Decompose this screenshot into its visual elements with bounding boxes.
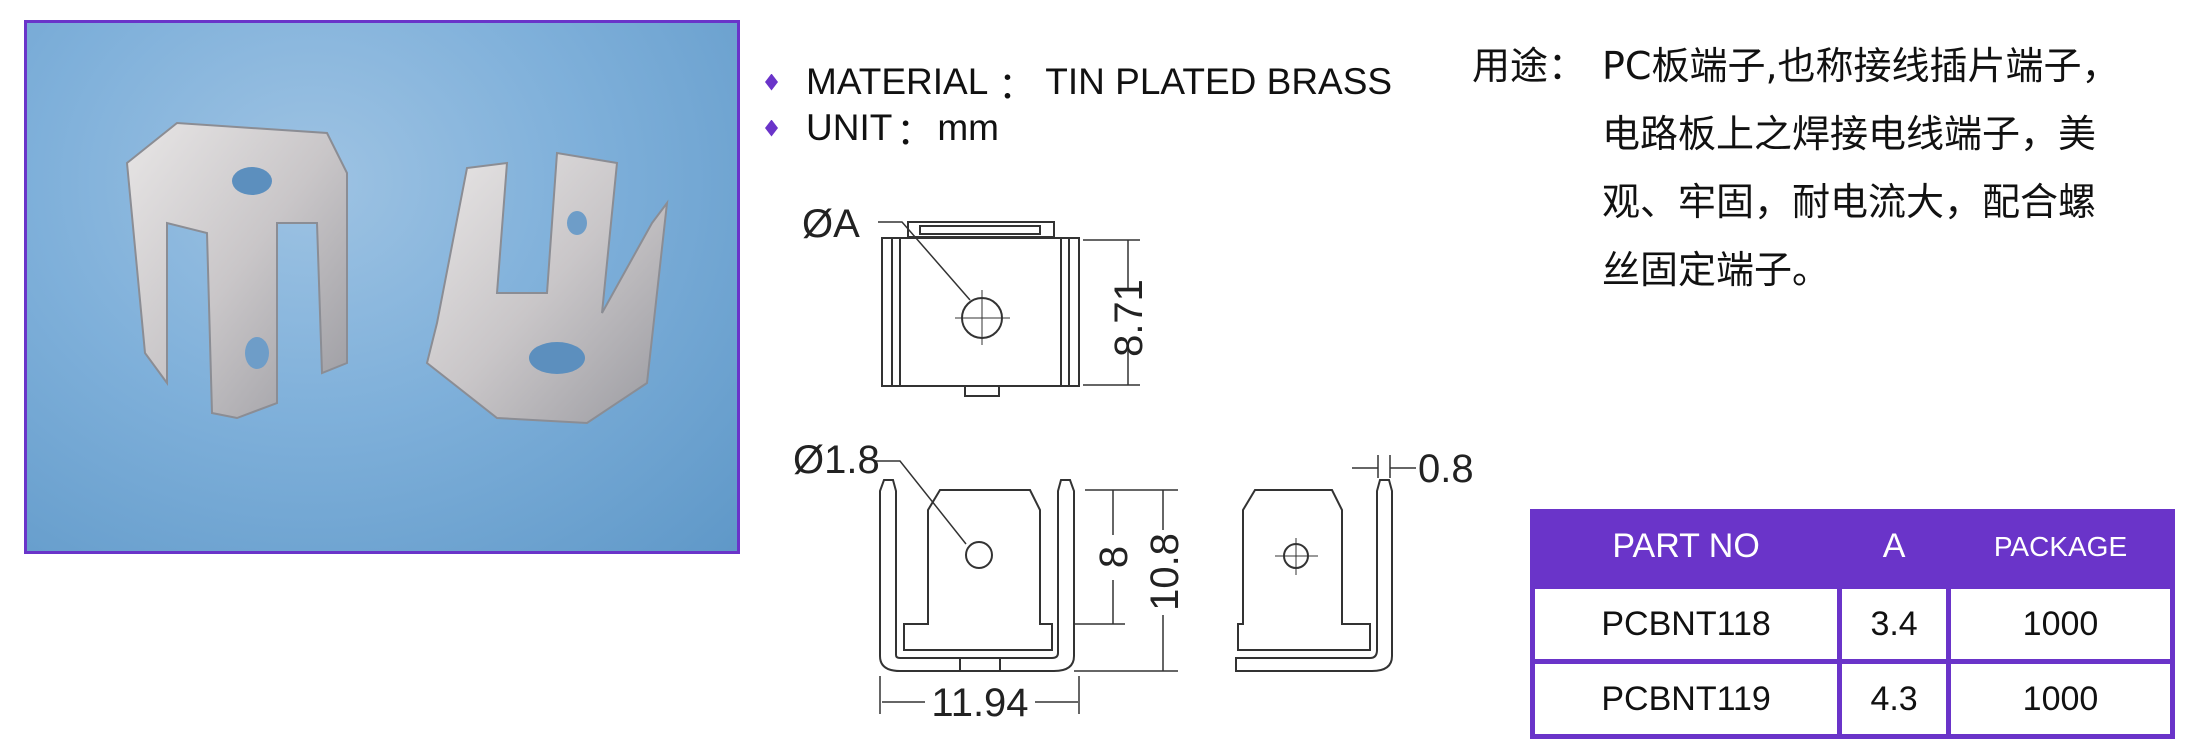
product-photo xyxy=(24,20,740,554)
diamond-bullet-icon xyxy=(765,119,778,137)
dim-width: 11.94 xyxy=(931,681,1028,725)
dim-tab-height: 8 xyxy=(1092,546,1136,568)
header-part-no: PART NO xyxy=(1612,527,1760,565)
table-row: PCBNT118 3.4 1000 xyxy=(1529,584,2176,664)
spec-unit: UNIT ： mm xyxy=(765,101,999,155)
spec-separator: ： xyxy=(998,65,1036,106)
usage-line: 观、牢固，耐电流大，配合螺 xyxy=(1602,180,2097,224)
top-view xyxy=(878,221,1140,397)
cell-part-no: PCBNT118 xyxy=(1529,584,1843,664)
front-view xyxy=(873,460,1178,714)
diamond-bullet-icon xyxy=(765,73,778,91)
cell-a: 4.3 xyxy=(1837,659,1951,739)
table-header-row: PART NO A PACKAGE xyxy=(1533,509,2173,587)
usage-line: 电路板上之焊接电线端子，美 xyxy=(1602,112,2097,156)
usage-line: PC板端子,也称接线插片端子， xyxy=(1602,44,2120,88)
usage-line: 丝固定端子。 xyxy=(1602,248,1831,292)
cell-part-no: PCBNT119 xyxy=(1529,659,1843,739)
dim-total-height: 10.8 xyxy=(1143,533,1187,611)
spec-label: UNIT xyxy=(806,107,893,148)
dim-thickness: 0.8 xyxy=(1418,447,1474,491)
spec-material: MATERIAL ： TIN PLATED BRASS xyxy=(765,55,1392,109)
cell-a: 3.4 xyxy=(1837,584,1951,664)
side-view xyxy=(1235,455,1416,672)
spec-separator: ： xyxy=(896,111,934,152)
usage-label: 用途： xyxy=(1472,44,1587,88)
parts-table: PART NO A PACKAGE PCBNT118 3.4 1000 PCBN… xyxy=(1529,509,2176,739)
header-a: A xyxy=(1882,527,1906,565)
dim-hole-small: Ø1.8 xyxy=(793,438,880,482)
spec-value: TIN PLATED BRASS xyxy=(1045,61,1393,102)
cell-package: 1000 xyxy=(1945,584,2176,664)
dim-hole-a: ØA xyxy=(802,202,860,246)
spec-label: MATERIAL xyxy=(806,61,989,102)
dim-height-top: 8.71 xyxy=(1107,279,1151,357)
terminal-photo-illustration xyxy=(125,121,669,425)
cell-package: 1000 xyxy=(1945,659,2176,739)
spec-value: mm xyxy=(937,107,999,148)
table-row: PCBNT119 4.3 1000 xyxy=(1529,659,2176,739)
technical-drawing: ØA 8.71 Ø1.8 8 10.8 0.8 11.94 xyxy=(793,202,1474,725)
header-package: PACKAGE xyxy=(1993,530,2128,562)
